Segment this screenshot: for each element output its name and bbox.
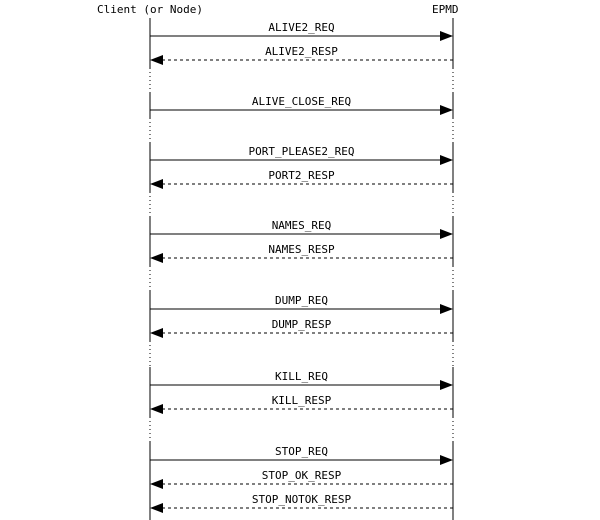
message-group: ALIVE2_REQ ALIVE2_RESP ALIVE_CLOSE_REQ PORT… <box>150 21 453 513</box>
actor-header-epmd: EPMD <box>432 3 459 16</box>
message-m7: NAMES_RESP <box>150 243 453 263</box>
arrowhead-m4 <box>440 155 453 165</box>
arrowhead-m1 <box>440 31 453 41</box>
arrowhead-m13 <box>150 479 163 489</box>
message-m6: NAMES_REQ <box>150 219 453 239</box>
message-m4: PORT_PLEASE2_REQ <box>150 145 453 165</box>
message-m13: STOP_OK_RESP <box>150 469 453 489</box>
message-label-m11: KILL_RESP <box>272 394 332 407</box>
arrowhead-m6 <box>440 229 453 239</box>
message-label-m1: ALIVE2_REQ <box>268 21 334 34</box>
message-label-m4: PORT_PLEASE2_REQ <box>249 145 355 158</box>
arrowhead-m11 <box>150 404 163 414</box>
message-label-m14: STOP_NOTOK_RESP <box>252 493 352 506</box>
actor-label-group: Client (or Node) EPMD <box>97 3 459 16</box>
message-label-m5: PORT2_RESP <box>268 169 335 182</box>
message-m8: DUMP_REQ <box>150 294 453 314</box>
message-m9: DUMP_RESP <box>150 318 453 338</box>
message-label-m6: NAMES_REQ <box>272 219 332 232</box>
message-label-m8: DUMP_REQ <box>275 294 328 307</box>
arrowhead-m2 <box>150 55 163 65</box>
arrowhead-m7 <box>150 253 163 263</box>
arrowhead-m12 <box>440 455 453 465</box>
message-label-m12: STOP_REQ <box>275 445 328 458</box>
arrowhead-m14 <box>150 503 163 513</box>
message-m10: KILL_REQ <box>150 370 453 390</box>
message-label-m13: STOP_OK_RESP <box>262 469 342 482</box>
message-m3: ALIVE_CLOSE_REQ <box>150 95 453 115</box>
message-m5: PORT2_RESP <box>150 169 453 189</box>
arrowhead-m10 <box>440 380 453 390</box>
message-m1: ALIVE2_REQ <box>150 21 453 41</box>
arrowhead-m8 <box>440 304 453 314</box>
message-m11: KILL_RESP <box>150 394 453 414</box>
message-m12: STOP_REQ <box>150 445 453 465</box>
arrowhead-m5 <box>150 179 163 189</box>
message-label-m10: KILL_REQ <box>275 370 328 383</box>
arrowhead-m3 <box>440 105 453 115</box>
arrowhead-m9 <box>150 328 163 338</box>
message-label-m7: NAMES_RESP <box>268 243 335 256</box>
message-m14: STOP_NOTOK_RESP <box>150 493 453 513</box>
message-m2: ALIVE2_RESP <box>150 45 453 65</box>
message-label-m9: DUMP_RESP <box>272 318 332 331</box>
message-label-m3: ALIVE_CLOSE_REQ <box>252 95 351 108</box>
actor-header-client: Client (or Node) <box>97 3 203 16</box>
message-label-m2: ALIVE2_RESP <box>265 45 338 58</box>
